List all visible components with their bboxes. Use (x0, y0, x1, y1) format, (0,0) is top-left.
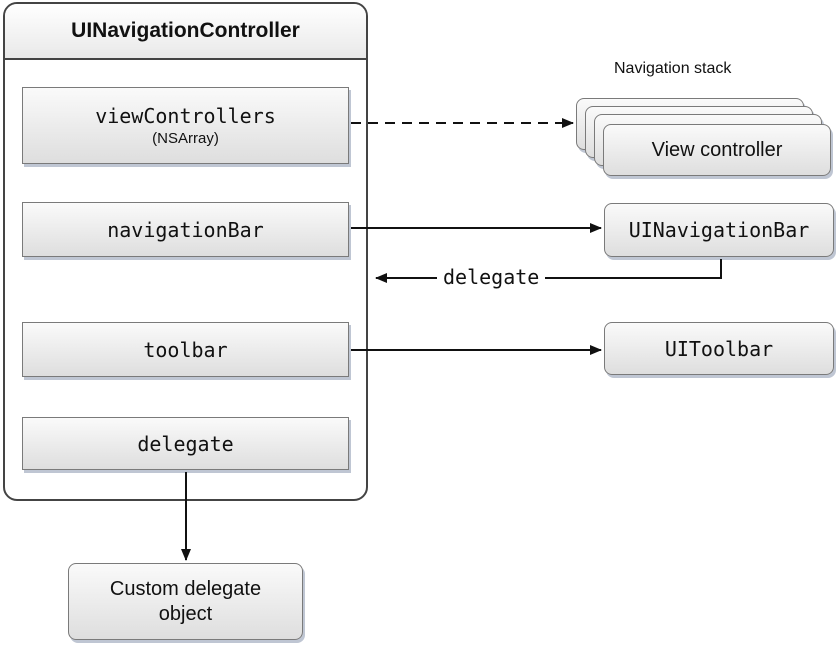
ui-toolbar-label: UIToolbar (664, 336, 774, 361)
delegate-property-label: delegate (137, 431, 234, 456)
view-controllers-property: viewControllers (NSArray) (22, 87, 349, 164)
view-controllers-label: viewControllers (95, 104, 276, 128)
navigation-stack-title: Navigation stack (614, 60, 732, 77)
custom-delegate-object-label: Custom delegate object (109, 577, 262, 625)
toolbar-property-label: toolbar (143, 337, 228, 362)
custom-delegate-object-box: Custom delegate object (68, 563, 303, 640)
stack-card-view-controller: View controller (603, 124, 831, 176)
delegate-return-arrow (375, 259, 722, 283)
navigation-controller-title: UINavigationController (5, 4, 366, 60)
delegate-property: delegate (22, 417, 349, 470)
navigation-bar-property-label: navigationBar (107, 217, 264, 242)
ui-toolbar-box: UIToolbar (604, 322, 834, 375)
ui-navigation-bar-box: UINavigationBar (604, 203, 834, 257)
delegate-connection-label: delegate (437, 265, 546, 289)
navigation-bar-property: navigationBar (22, 202, 349, 257)
view-controllers-type: (NSArray) (152, 130, 219, 147)
toolbar-property: toolbar (22, 322, 349, 377)
view-controller-label: View controller (651, 138, 783, 161)
ui-navigation-bar-label: UINavigationBar (628, 218, 810, 242)
